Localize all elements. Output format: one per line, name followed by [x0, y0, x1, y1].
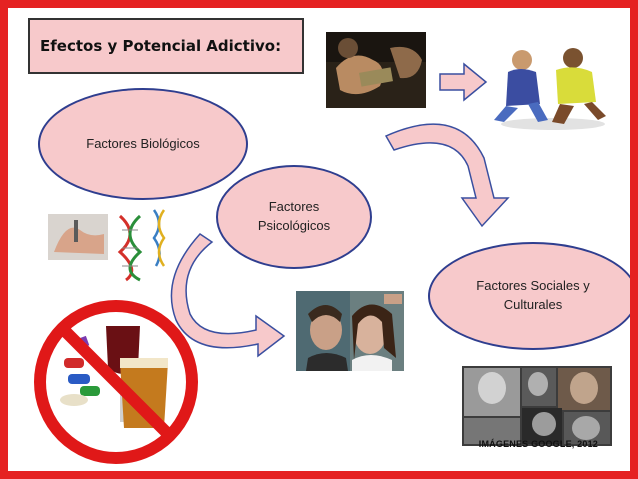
node-factores-sociales: Factores Sociales y Culturales	[428, 242, 630, 350]
couple-stress-photo-icon	[296, 291, 404, 371]
node-factores-psicologicos: Factores Psicológicos	[216, 165, 372, 269]
node-sociales-line2: Culturales	[503, 297, 563, 312]
diagram-graphics	[34, 32, 612, 464]
page-title: Efectos y Potencial Adictivo:	[40, 37, 282, 55]
hands-money-photo-icon	[326, 32, 426, 108]
image-credit-caption: IMÁGENES GOOGLE, 2012	[478, 439, 598, 449]
curved-arrow-to-psicologicos	[170, 233, 286, 358]
node-factores-biologicos: Factores Biológicos	[38, 88, 248, 200]
teens-sitting-photo-icon	[490, 38, 610, 130]
node-psicologicos-line1: Factores	[268, 199, 320, 215]
no-drugs-alcohol-icon	[34, 300, 198, 464]
node-biologicos-label: Factores Biológicos	[86, 135, 200, 151]
arrow-right-top	[439, 62, 488, 102]
node-psicologicos-line2: Psicológicos	[257, 218, 331, 233]
node-sociales-line1: Factores Sociales y	[476, 278, 590, 294]
hand-dna-photo-icon	[48, 209, 168, 282]
title-box: Efectos y Potencial Adictivo:	[28, 18, 304, 74]
curved-arrow-to-sociales	[384, 123, 510, 228]
children-collage-photo-icon	[462, 366, 612, 446]
